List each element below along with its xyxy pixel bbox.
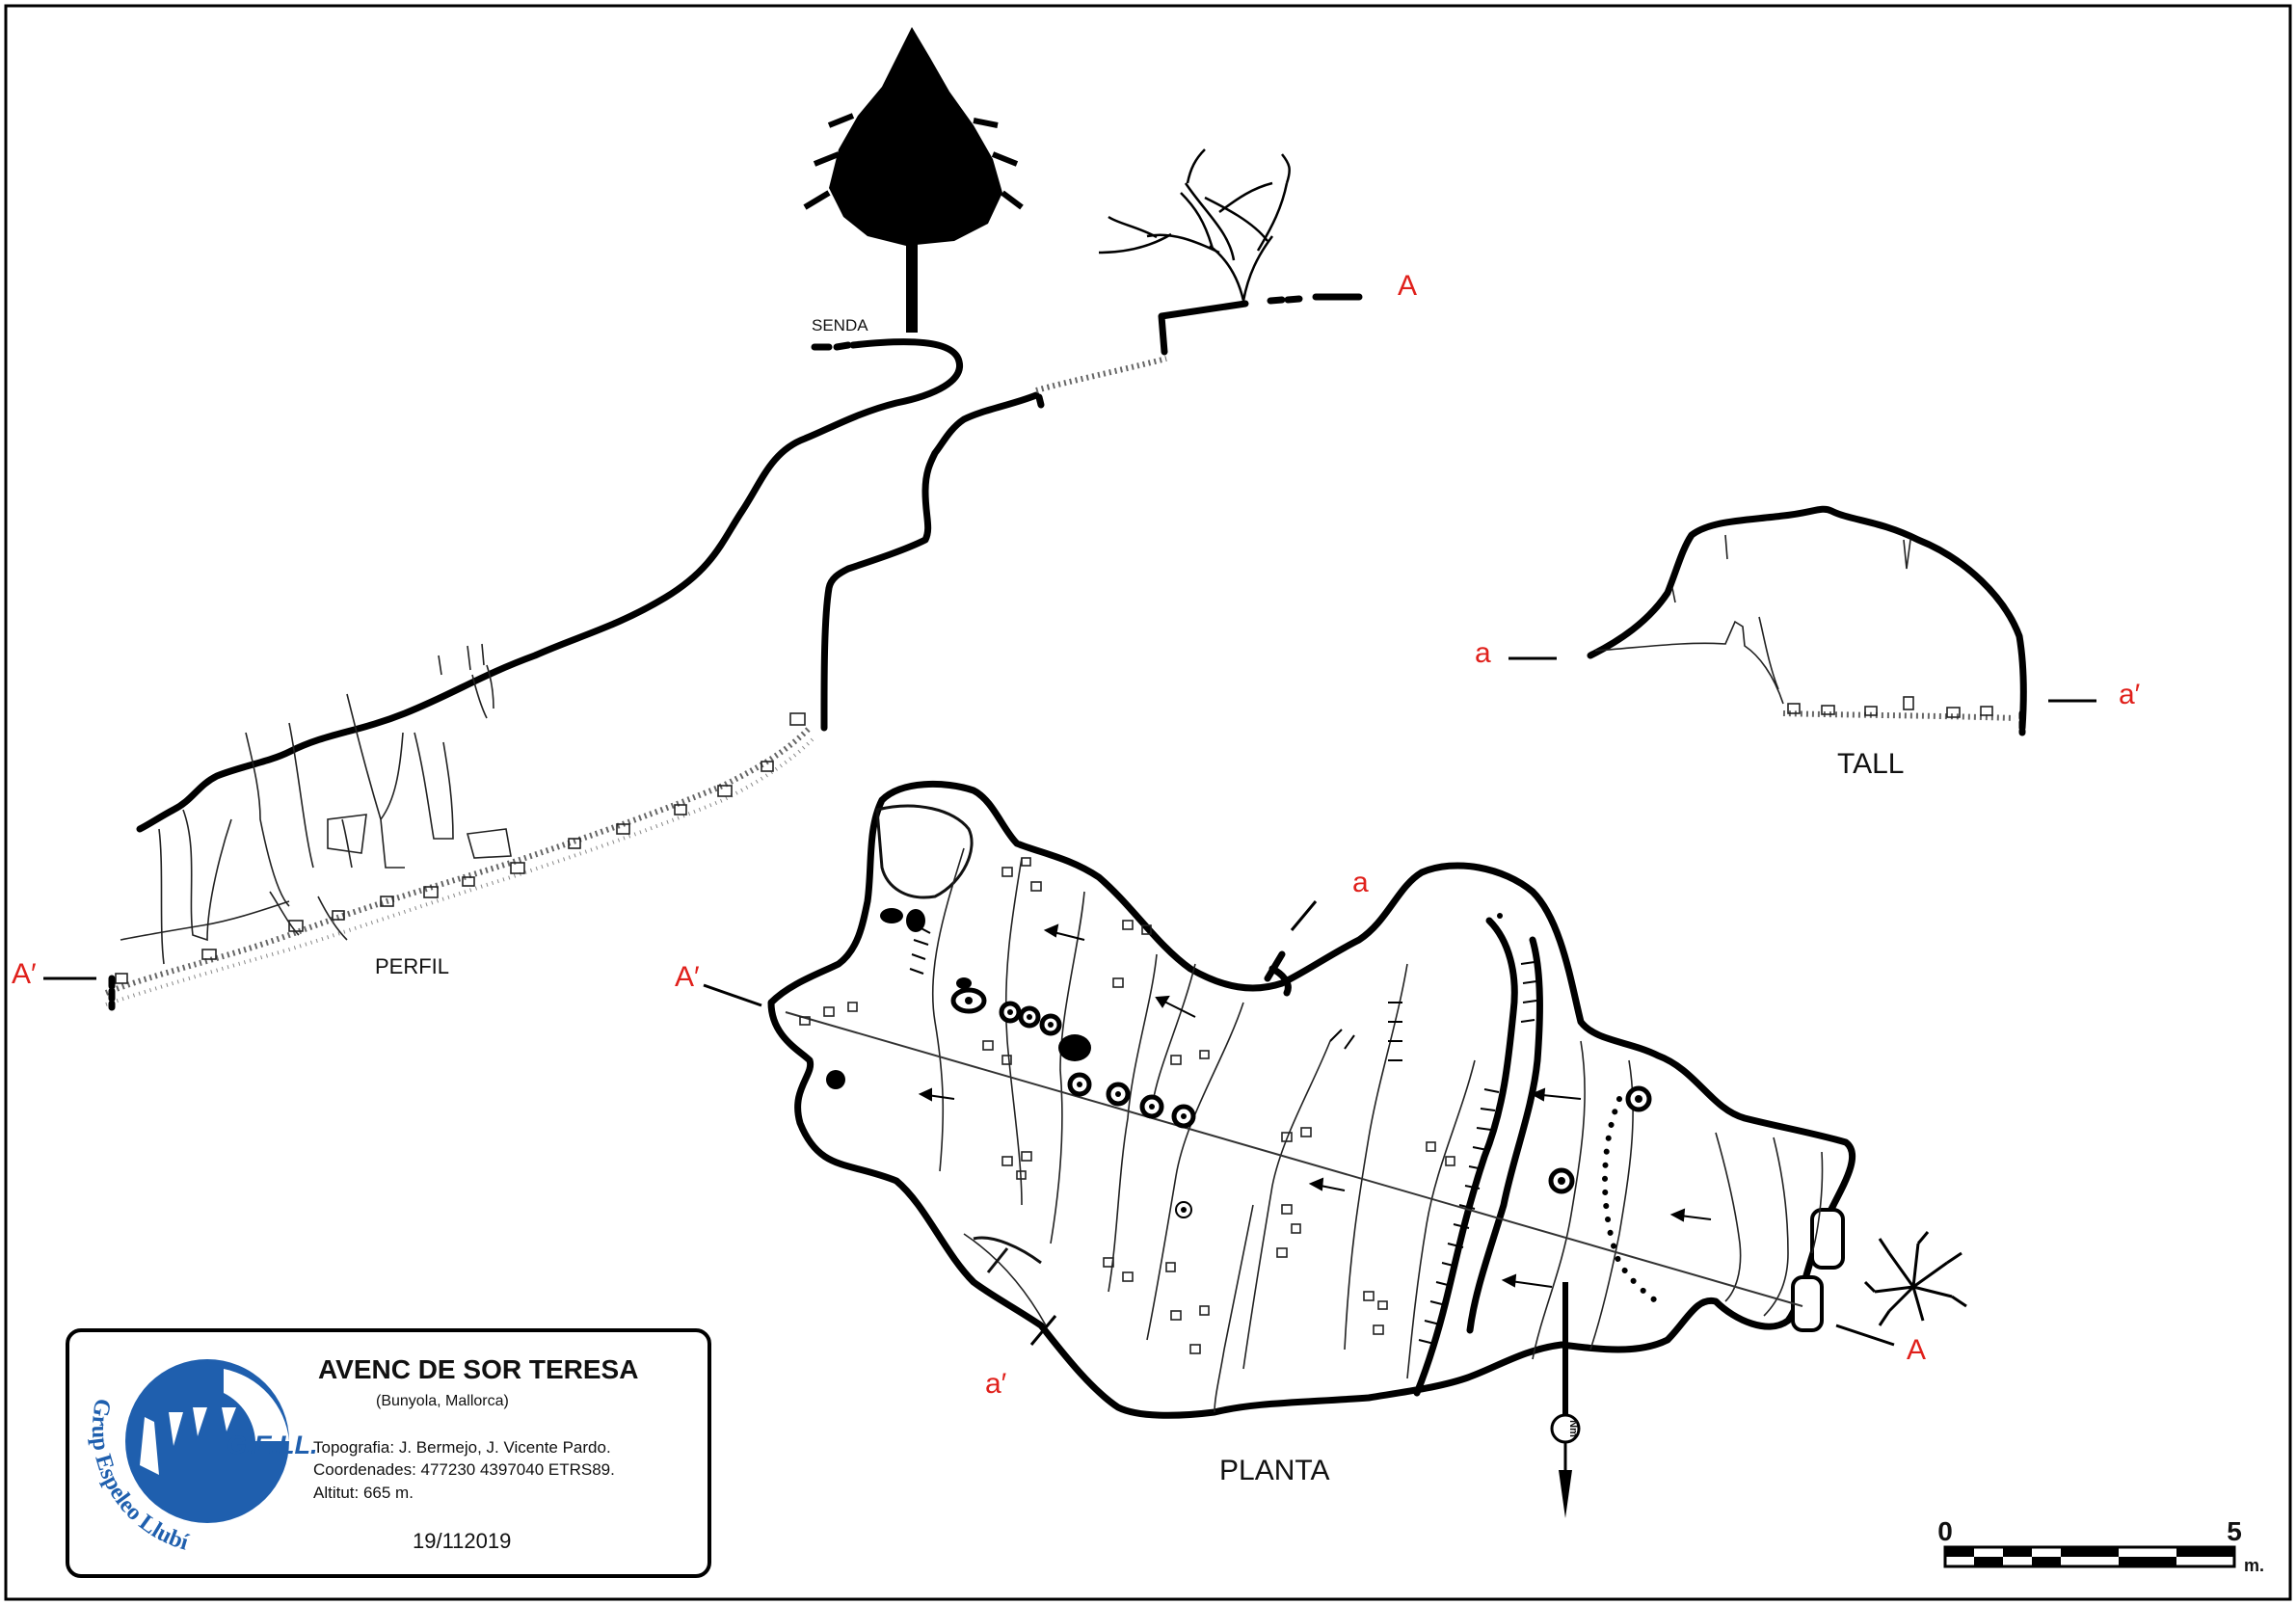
pine-tree-icon xyxy=(803,27,1024,333)
altitude: Altitut: 665 m. xyxy=(313,1484,414,1502)
section-title: TALL xyxy=(1837,748,1904,780)
coordinates: Coordenades: 477230 4397040 ETRS89. xyxy=(313,1460,615,1479)
plan-marker-a: A xyxy=(1907,1334,1926,1366)
section-marker-a: a xyxy=(1475,637,1491,669)
plan-view: A′ A a a′ PLANTA xyxy=(675,781,1967,1486)
cross-section-view: a a′ TALL xyxy=(1475,505,2141,780)
profile-formations xyxy=(120,664,512,965)
profile-marker-a: A xyxy=(1398,270,1417,302)
scale-end: 5 xyxy=(2227,1516,2242,1546)
scale-unit: m. xyxy=(2244,1556,2264,1575)
plan-marker-a-prime: A′ xyxy=(675,961,700,993)
plan-slope-arrows xyxy=(918,923,1712,1288)
club-logo: G.E.LL. Grup Espeleo Llubí xyxy=(87,1359,318,1556)
section-marker-a-prime: a′ xyxy=(2119,679,2141,710)
senda-label: SENDA xyxy=(812,316,868,334)
plan-title: PLANTA xyxy=(1219,1455,1329,1486)
root-icon xyxy=(1863,1231,1967,1326)
scale-bar: 0 5 m. xyxy=(1937,1516,2264,1575)
plan-hachures xyxy=(909,924,1537,1345)
plan-contours xyxy=(931,847,1824,1413)
info-box: G.E.LL. Grup Espeleo Llubí AVENC DE SOR … xyxy=(66,1328,711,1578)
scale-start: 0 xyxy=(1937,1516,1953,1546)
profile-boulders xyxy=(115,712,806,984)
shrub-icon xyxy=(1098,148,1291,302)
north-label: Nm xyxy=(1567,1420,1579,1437)
topography-credit: Topografia: J. Bermejo, J. Vicente Pardo… xyxy=(313,1438,611,1457)
cave-name: AVENC DE SOR TERESA xyxy=(318,1354,638,1384)
sheet-border xyxy=(4,4,2292,1601)
cave-location: (Bunyola, Mallorca) xyxy=(376,1393,509,1409)
north-arrow: Nm xyxy=(1550,1282,1581,1518)
profile-marker-a-prime: A′ xyxy=(12,958,37,990)
survey-date: 19/112019 xyxy=(413,1529,511,1553)
profile-view: A A′ SENDA PERFIL xyxy=(12,27,1417,1011)
profile-title: PERFIL xyxy=(375,954,449,978)
logo-text: G.E.LL. xyxy=(227,1431,318,1459)
plan-marker-a-lower-prime: a′ xyxy=(985,1368,1007,1400)
plan-marker-a-lower: a xyxy=(1352,867,1369,898)
plan-stalagmites xyxy=(826,908,1652,1218)
plan-boulders xyxy=(799,857,1455,1354)
